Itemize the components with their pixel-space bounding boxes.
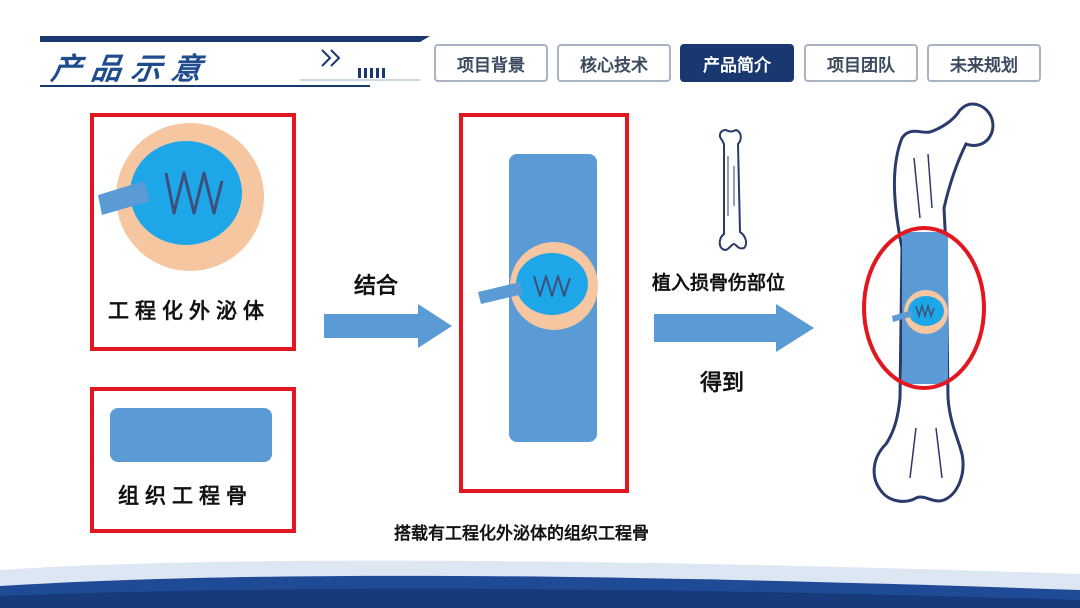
combine-label: 结合 [354, 274, 399, 299]
stripes-icon [358, 68, 385, 78]
page-title: 产品示意 [49, 52, 214, 87]
implant-label: 植入损骨伤部位 [652, 272, 786, 294]
footer-wave [0, 560, 1080, 608]
tab-project-background[interactable]: 项目背景 [434, 44, 548, 82]
header-decoration [40, 36, 430, 87]
highlight-ring [862, 226, 986, 390]
implant-arrow-icon [654, 304, 814, 352]
composite-exosome-illustration [478, 242, 598, 330]
chevron-icon [321, 49, 341, 67]
tab-project-team[interactable]: 项目团队 [804, 44, 918, 82]
tab-core-technology[interactable]: 核心技术 [557, 44, 671, 82]
engineered-exosome-label: 工程化外泌体 [108, 299, 270, 323]
tab-future-plan[interactable]: 未来规划 [927, 44, 1041, 82]
combine-arrow-icon [324, 304, 452, 348]
small-bone-icon [718, 128, 748, 252]
composite-peptide-tail [478, 282, 523, 304]
tissue-bone-label: 组织工程骨 [118, 484, 253, 508]
tab-product-intro[interactable]: 产品简介 [680, 44, 794, 82]
composite-wave-strand [533, 275, 571, 297]
engineered-exosome-box [90, 113, 296, 351]
exosome-inner-core [130, 141, 242, 245]
exosome-wave-strand [164, 171, 224, 215]
obtain-label: 得到 [700, 371, 745, 396]
composite-caption: 搭载有工程化外泌体的组织工程骨 [394, 524, 649, 544]
femur-exosome [892, 290, 948, 334]
tissue-bone-block [110, 408, 272, 462]
composite-exosome-core [516, 253, 588, 315]
exosome-peptide-tail [98, 181, 150, 215]
tissue-bone-box [90, 387, 296, 533]
exosome-illustration [98, 123, 264, 271]
header-top-bar [40, 36, 430, 42]
composite-box [459, 113, 629, 493]
femur-illustration [862, 102, 995, 503]
